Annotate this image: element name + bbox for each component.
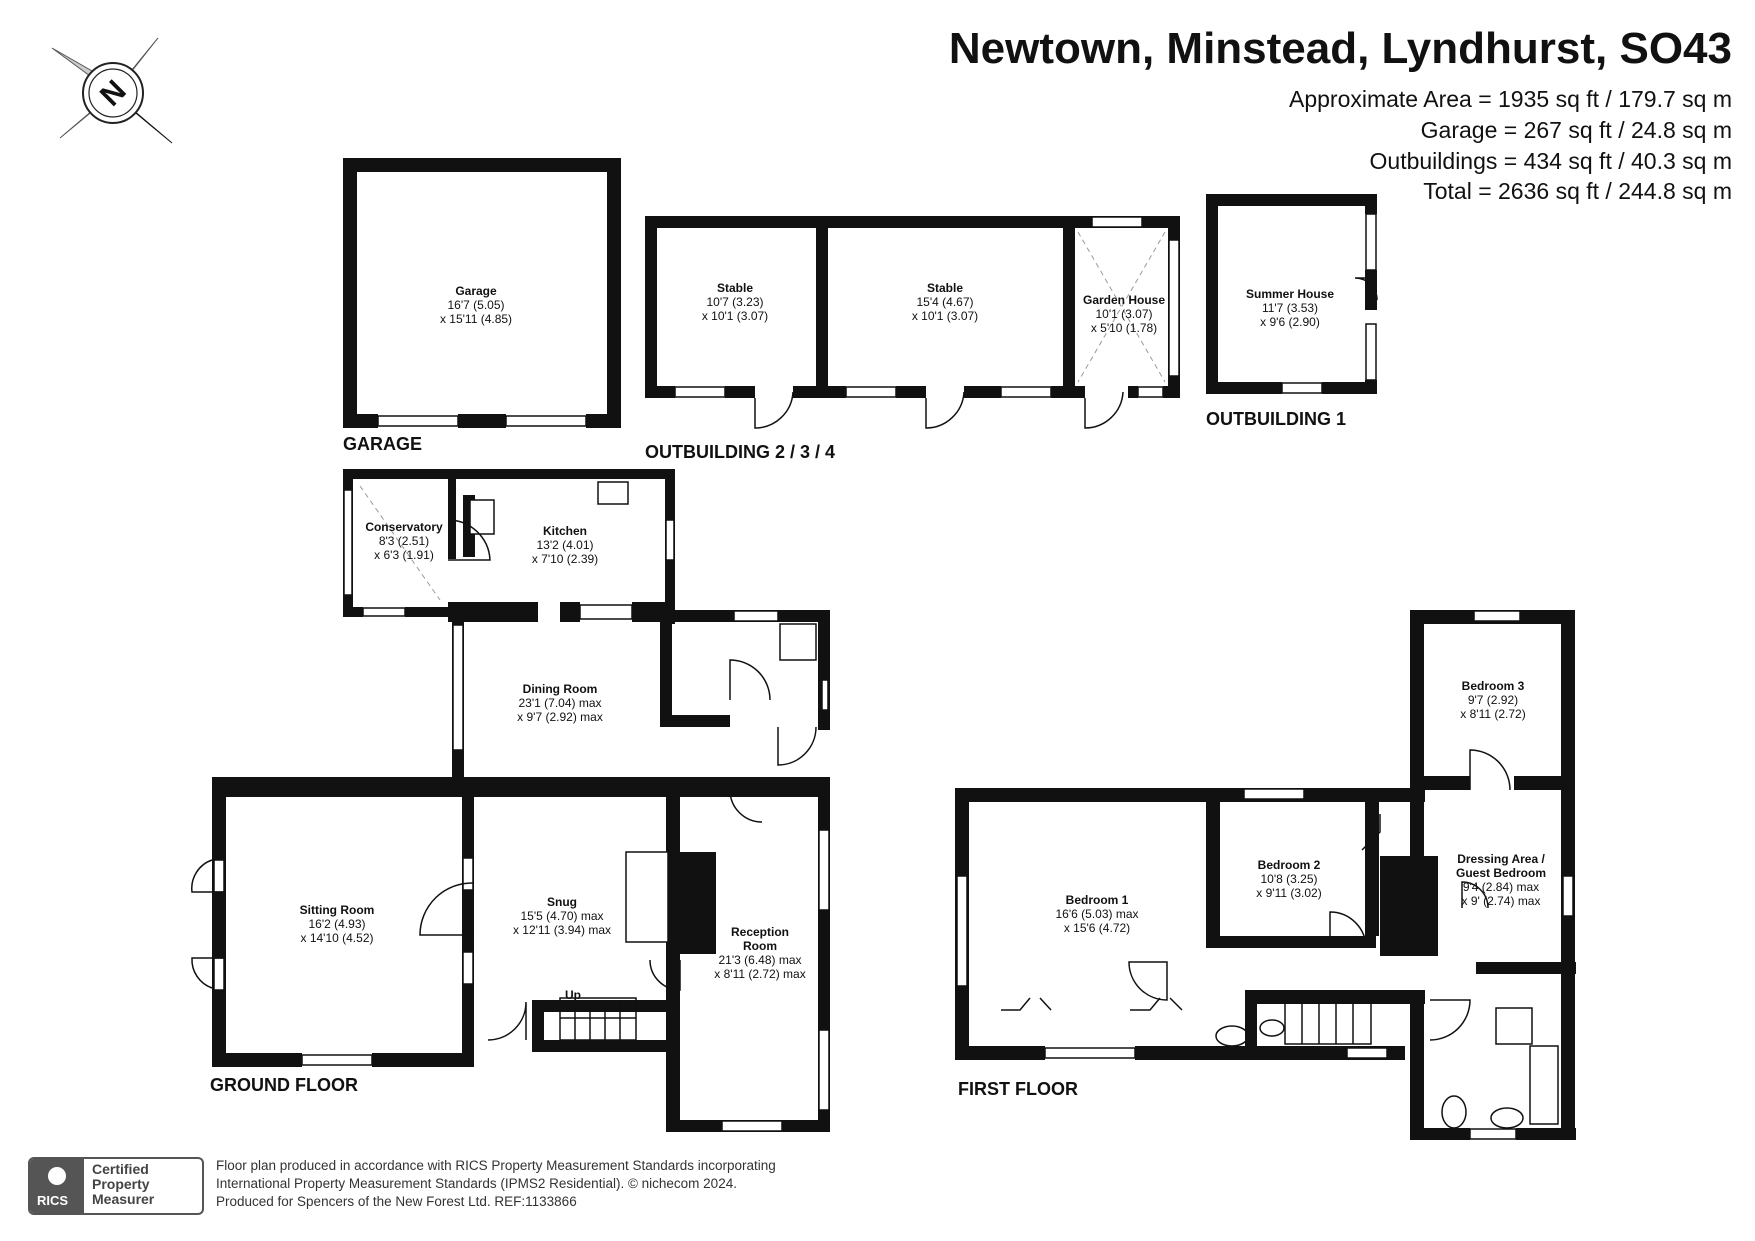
room-bedroom-1: Bedroom 1 16'6 (5.03) max x 15'6 (4.72) — [1056, 893, 1139, 935]
svg-text:x 9'7 (2.92) max: x 9'7 (2.92) max — [517, 710, 603, 724]
outbuilding-234-section-label: OUTBUILDING 2 / 3 / 4 — [645, 442, 835, 462]
svg-text:Kitchen: Kitchen — [543, 524, 587, 538]
svg-text:Guest Bedroom: Guest Bedroom — [1456, 866, 1546, 880]
svg-text:21'3 (6.48) max: 21'3 (6.48) max — [719, 953, 802, 967]
garage-area: Garage = 267 sq ft / 24.8 sq m — [1420, 117, 1732, 143]
svg-text:x 7'10 (2.39): x 7'10 (2.39) — [532, 552, 598, 566]
rics-logo: RICS — [30, 1159, 84, 1213]
total-area: Total = 2636 sq ft / 244.8 sq m — [1423, 178, 1732, 204]
approximate-area: Approximate Area = 1935 sq ft / 179.7 sq… — [1288, 86, 1732, 112]
svg-text:10'7 (3.23): 10'7 (3.23) — [707, 295, 764, 309]
ground-floor-section-label: GROUND FLOOR — [210, 1075, 358, 1095]
svg-text:x 14'10 (4.52): x 14'10 (4.52) — [300, 931, 373, 945]
svg-text:x 9'6 (2.90): x 9'6 (2.90) — [1260, 315, 1320, 329]
property-address: Newtown, Minstead, Lyndhurst, SO43 — [948, 24, 1732, 73]
room-dining-room: Dining Room 23'1 (7.04) max x 9'7 (2.92)… — [517, 682, 603, 724]
svg-text:16'2 (4.93): 16'2 (4.93) — [309, 917, 366, 931]
svg-text:16'7 (5.05): 16'7 (5.05) — [448, 298, 505, 312]
svg-text:x 9' (2.74) max: x 9' (2.74) max — [1462, 894, 1541, 908]
room-snug: Snug 15'5 (4.70) max x 12'11 (3.94) max — [513, 895, 611, 937]
outbuilding-doors — [754, 391, 1124, 429]
svg-text:x 15'11 (4.85): x 15'11 (4.85) — [440, 312, 512, 326]
rics-certified-badge: RICS Certified Property Measurer — [28, 1157, 204, 1215]
first-floor-doors — [1001, 749, 1559, 1129]
svg-text:x 15'6 (4.72): x 15'6 (4.72) — [1064, 921, 1130, 935]
outbuilding-1-section-label: OUTBUILDING 1 — [1206, 409, 1346, 429]
first-floor-section-label: FIRST FLOOR — [958, 1079, 1078, 1099]
room-sitting-room: Sitting Room 16'2 (4.93) x 14'10 (4.52) — [300, 903, 375, 945]
room-bedroom-3: Bedroom 3 9'7 (2.92) x 8'11 (2.72) — [1460, 679, 1525, 721]
room-bedroom-2: Bedroom 2 10'8 (3.25) x 9'11 (3.02) — [1256, 858, 1321, 900]
outbuildings-area: Outbuildings = 434 sq ft / 40.3 sq m — [1369, 148, 1732, 174]
svg-text:Garage: Garage — [455, 284, 497, 298]
svg-text:10'8 (3.25): 10'8 (3.25) — [1261, 872, 1318, 886]
svg-text:23'1 (7.04) max: 23'1 (7.04) max — [519, 696, 602, 710]
svg-text:Room: Room — [743, 939, 777, 953]
room-kitchen: Kitchen 13'2 (4.01) x 7'10 (2.39) — [532, 524, 598, 566]
room-conservatory: Conservatory 8'3 (2.51) x 6'3 (1.91) — [365, 520, 443, 562]
room-dressing-area: Dressing Area / Guest Bedroom 9'4 (2.84)… — [1456, 852, 1546, 908]
room-summer-house: Summer House 11'7 (3.53) x 9'6 (2.90) — [1246, 287, 1334, 329]
svg-text:x 5'10 (1.78): x 5'10 (1.78) — [1091, 321, 1157, 335]
garage-section-label: GARAGE — [343, 434, 422, 454]
room-garage: Garage 16'7 (5.05) x 15'11 (4.85) — [440, 284, 512, 326]
svg-text:Garden House: Garden House — [1083, 293, 1165, 307]
svg-text:x 6'3 (1.91): x 6'3 (1.91) — [374, 548, 434, 562]
garage-building — [343, 158, 621, 428]
svg-text:Dining Room: Dining Room — [523, 682, 598, 696]
svg-text:x 10'1 (3.07): x 10'1 (3.07) — [702, 309, 768, 323]
rics-org-label: RICS — [37, 1193, 69, 1208]
compass-icon: N — [51, 37, 173, 144]
ground-floor-walls — [212, 469, 830, 1132]
svg-text:16'6 (5.03) max: 16'6 (5.03) max — [1056, 907, 1139, 921]
outbuilding-1 — [1206, 194, 1378, 394]
footer-line-2: International Property Measurement Stand… — [216, 1176, 737, 1191]
footer-line-3: Produced for Spencers of the New Forest … — [216, 1194, 577, 1209]
svg-text:x 12'11 (3.94) max: x 12'11 (3.94) max — [513, 923, 611, 937]
svg-text:Snug: Snug — [547, 895, 577, 909]
svg-text:8'3 (2.51): 8'3 (2.51) — [379, 534, 429, 548]
svg-text:Reception: Reception — [731, 925, 789, 939]
svg-text:10'1 (3.07): 10'1 (3.07) — [1096, 307, 1153, 321]
certified-measurer-label: Certified Property Measurer — [92, 1161, 155, 1207]
svg-text:Summer House: Summer House — [1246, 287, 1334, 301]
svg-text:Bedroom 3: Bedroom 3 — [1462, 679, 1525, 693]
first-floor-walls — [955, 610, 1576, 1140]
stairs-up-label: Up — [565, 988, 581, 1002]
svg-text:Stable: Stable — [927, 281, 963, 295]
svg-text:Conservatory: Conservatory — [365, 520, 443, 534]
svg-text:Stable: Stable — [717, 281, 753, 295]
room-garden-house: Garden House 10'1 (3.07) x 5'10 (1.78) — [1083, 293, 1165, 335]
svg-text:9'7 (2.92): 9'7 (2.92) — [1468, 693, 1518, 707]
svg-text:x 9'11 (3.02): x 9'11 (3.02) — [1256, 886, 1321, 900]
svg-text:x 8'11 (2.72): x 8'11 (2.72) — [1460, 707, 1525, 721]
svg-text:Bedroom 2: Bedroom 2 — [1258, 858, 1321, 872]
svg-text:x 10'1 (3.07): x 10'1 (3.07) — [912, 309, 978, 323]
svg-text:9'4 (2.84) max: 9'4 (2.84) max — [1463, 880, 1539, 894]
svg-text:Dressing Area /: Dressing Area / — [1457, 852, 1545, 866]
svg-text:15'4 (4.67): 15'4 (4.67) — [917, 295, 974, 309]
svg-text:15'5 (4.70) max: 15'5 (4.70) max — [521, 909, 604, 923]
svg-text:11'7 (3.53): 11'7 (3.53) — [1262, 301, 1318, 315]
room-stable-1: Stable 10'7 (3.23) x 10'1 (3.07) — [702, 281, 768, 323]
stairs-down-label: Down — [1377, 993, 1410, 1007]
svg-text:Sitting Room: Sitting Room — [300, 903, 375, 917]
svg-text:x 8'11 (2.72) max: x 8'11 (2.72) max — [714, 967, 805, 981]
svg-text:13'2 (4.01): 13'2 (4.01) — [537, 538, 594, 552]
rics-emblem-icon — [48, 1167, 66, 1185]
footer-line-1: Floor plan produced in accordance with R… — [216, 1158, 776, 1173]
ground-floor-doors — [191, 519, 817, 1041]
outbuilding-2-3-4 — [645, 216, 1180, 398]
room-stable-2: Stable 15'4 (4.67) x 10'1 (3.07) — [912, 281, 978, 323]
svg-text:Bedroom 1: Bedroom 1 — [1066, 893, 1129, 907]
room-reception-room: Reception Room 21'3 (6.48) max x 8'11 (2… — [714, 925, 805, 981]
